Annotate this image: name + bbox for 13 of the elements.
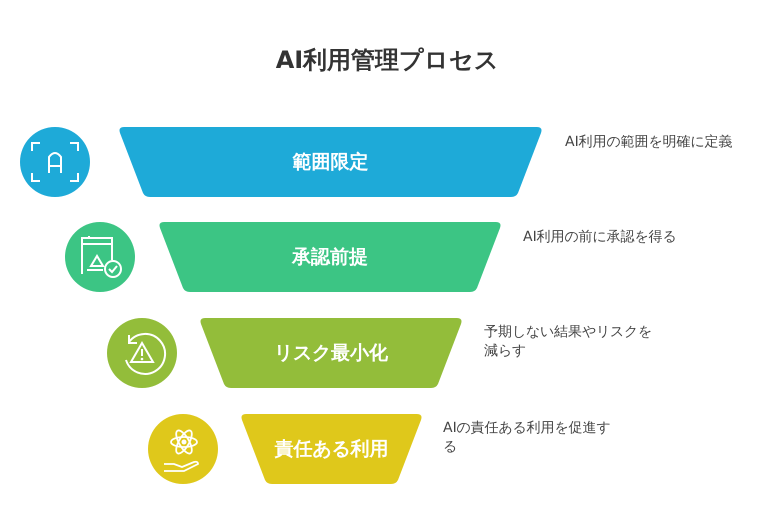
funnel-band [118, 127, 543, 197]
stage-description: AI利用の前に承認を得る [523, 228, 678, 247]
stage-label: 範囲限定 [292, 150, 368, 175]
stage-description: AIの責任ある利用を促進する [443, 419, 612, 457]
funnel-band [199, 318, 463, 388]
title: AI利用管理プロセス [274, 45, 500, 76]
stage-description: 予期しない結果やリスクを減らす [484, 323, 653, 361]
stage-label: 責任ある利用 [274, 437, 388, 462]
stage-label: 承認前提 [292, 245, 368, 270]
stage-description: AI利用の範囲を明確に定義 [565, 133, 734, 152]
funnel-band [158, 222, 502, 292]
funnel-band [240, 414, 423, 484]
stage-label: リスク最小化 [274, 341, 388, 366]
